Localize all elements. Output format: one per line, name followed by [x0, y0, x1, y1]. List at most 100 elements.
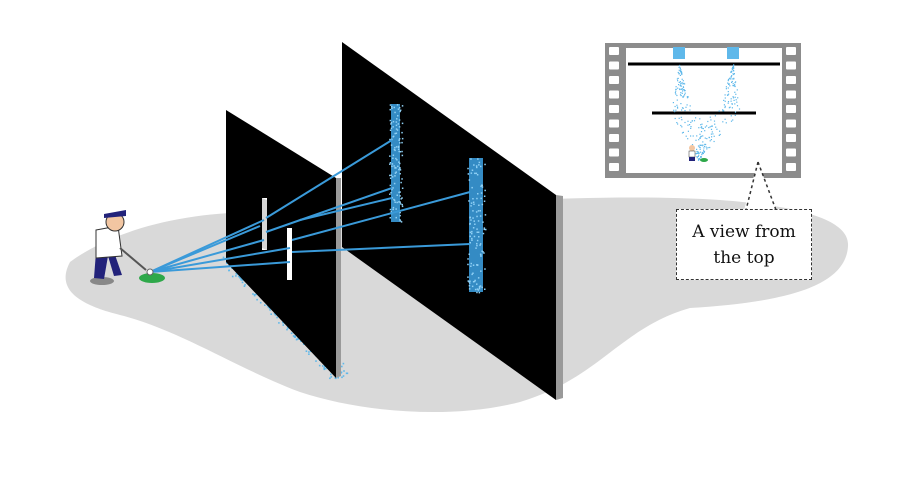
golfer — [90, 210, 165, 285]
band-speck — [477, 289, 480, 291]
band-speck — [399, 219, 401, 221]
inset-spray-particle — [708, 137, 710, 139]
inset-spray-particle — [729, 85, 731, 87]
band-speck — [473, 203, 475, 205]
inset-spray-particle — [735, 99, 737, 101]
inset-spray-particle — [680, 85, 682, 87]
band-speck — [391, 163, 394, 165]
band-speck — [389, 104, 392, 106]
inset-spray-particle — [680, 95, 682, 97]
inset-spray-particle — [687, 130, 689, 132]
band-speck — [398, 139, 400, 141]
inset-spray-particle — [734, 114, 736, 116]
band-speck — [390, 191, 392, 194]
inset-spray-particle — [738, 108, 741, 110]
inset-spray-particle — [700, 156, 702, 158]
inset-spray-particle — [700, 144, 702, 146]
band-speck — [395, 121, 398, 123]
inset-spray-particle — [732, 73, 734, 75]
band-speck — [394, 201, 396, 203]
band-speck — [476, 239, 479, 242]
inset-spray-particle — [719, 133, 721, 136]
inset-spray-particle — [732, 97, 735, 99]
band-speck — [389, 174, 391, 177]
spray-particle — [235, 273, 238, 275]
callout-pointer — [744, 161, 777, 211]
inset-spray-particle — [681, 73, 683, 76]
band-speck — [392, 120, 395, 123]
band-speck — [395, 124, 398, 127]
band-speck — [401, 205, 404, 208]
inset-spray-particle — [711, 136, 713, 138]
band-lower — [469, 158, 483, 292]
spray-particle — [237, 275, 240, 278]
film-hole — [609, 90, 619, 99]
inset-spray-particle — [679, 84, 681, 87]
inset-spray-particle — [731, 78, 733, 80]
film-hole — [786, 148, 796, 157]
band-speck — [476, 244, 478, 247]
inset-spray-particle — [676, 106, 679, 108]
spray-particle — [259, 301, 262, 304]
inset-spray-particle — [723, 104, 725, 106]
inset-spray-particle — [734, 91, 736, 93]
band-speck — [391, 176, 394, 178]
band-speck — [397, 148, 400, 150]
inset-spray-particle — [732, 66, 734, 68]
band-speck — [392, 126, 394, 128]
band-speck — [390, 123, 392, 125]
band-speck — [393, 199, 396, 202]
callout-line-1: A view from — [692, 221, 796, 242]
band-speck — [477, 158, 479, 160]
spray-particle — [337, 376, 339, 379]
band-speck — [391, 165, 393, 168]
inset-spray-particle — [728, 93, 730, 95]
inset-spray-particle — [724, 97, 726, 99]
spray-particle — [302, 343, 305, 345]
band-speck — [393, 198, 395, 201]
band-speck — [393, 106, 395, 109]
band-speck — [398, 126, 401, 128]
inset-spray-particle — [681, 109, 683, 111]
band-speck — [478, 285, 481, 288]
inset-spray-particle — [734, 111, 737, 113]
inset-spray-particle — [700, 131, 703, 133]
band-speck — [391, 188, 393, 191]
band-speck — [483, 252, 485, 254]
inset-spray-particle — [725, 86, 727, 88]
band-speck — [394, 146, 396, 149]
band-speck — [390, 174, 393, 176]
inset-spray-particle — [684, 94, 686, 96]
inset-spray-particle — [713, 135, 715, 137]
inset-spray-particle — [676, 99, 678, 101]
band-speck — [471, 169, 474, 171]
spray-particle — [239, 276, 241, 279]
inset-spray-particle — [730, 98, 732, 100]
band-speck — [392, 208, 394, 211]
band-speck — [482, 251, 484, 253]
band-speck — [472, 264, 475, 266]
inset-spray-particle — [683, 89, 685, 91]
band-speck — [474, 279, 476, 282]
band-speck — [479, 285, 482, 287]
film-hole — [609, 105, 619, 113]
inset-spray-particle — [704, 137, 706, 139]
inset-spray-particle — [701, 127, 703, 129]
inset-spray-particle — [728, 78, 730, 80]
band-speck — [484, 288, 486, 290]
spray-particle — [274, 314, 277, 316]
band-speck — [399, 211, 401, 214]
band-speck — [391, 197, 393, 199]
band-speck — [397, 145, 400, 148]
inset-spray-particle — [710, 133, 712, 135]
band-speck — [399, 151, 402, 153]
band-speck — [399, 142, 401, 144]
inset-spray-particle — [687, 124, 689, 126]
inset-spray-particle — [722, 110, 724, 112]
spray-particle — [330, 373, 332, 376]
band-speck — [469, 282, 471, 284]
inset-spray-particle — [699, 133, 701, 135]
band-speck — [479, 253, 482, 255]
inset-spray-particle — [702, 145, 704, 147]
inset-spray-particle — [679, 81, 681, 83]
